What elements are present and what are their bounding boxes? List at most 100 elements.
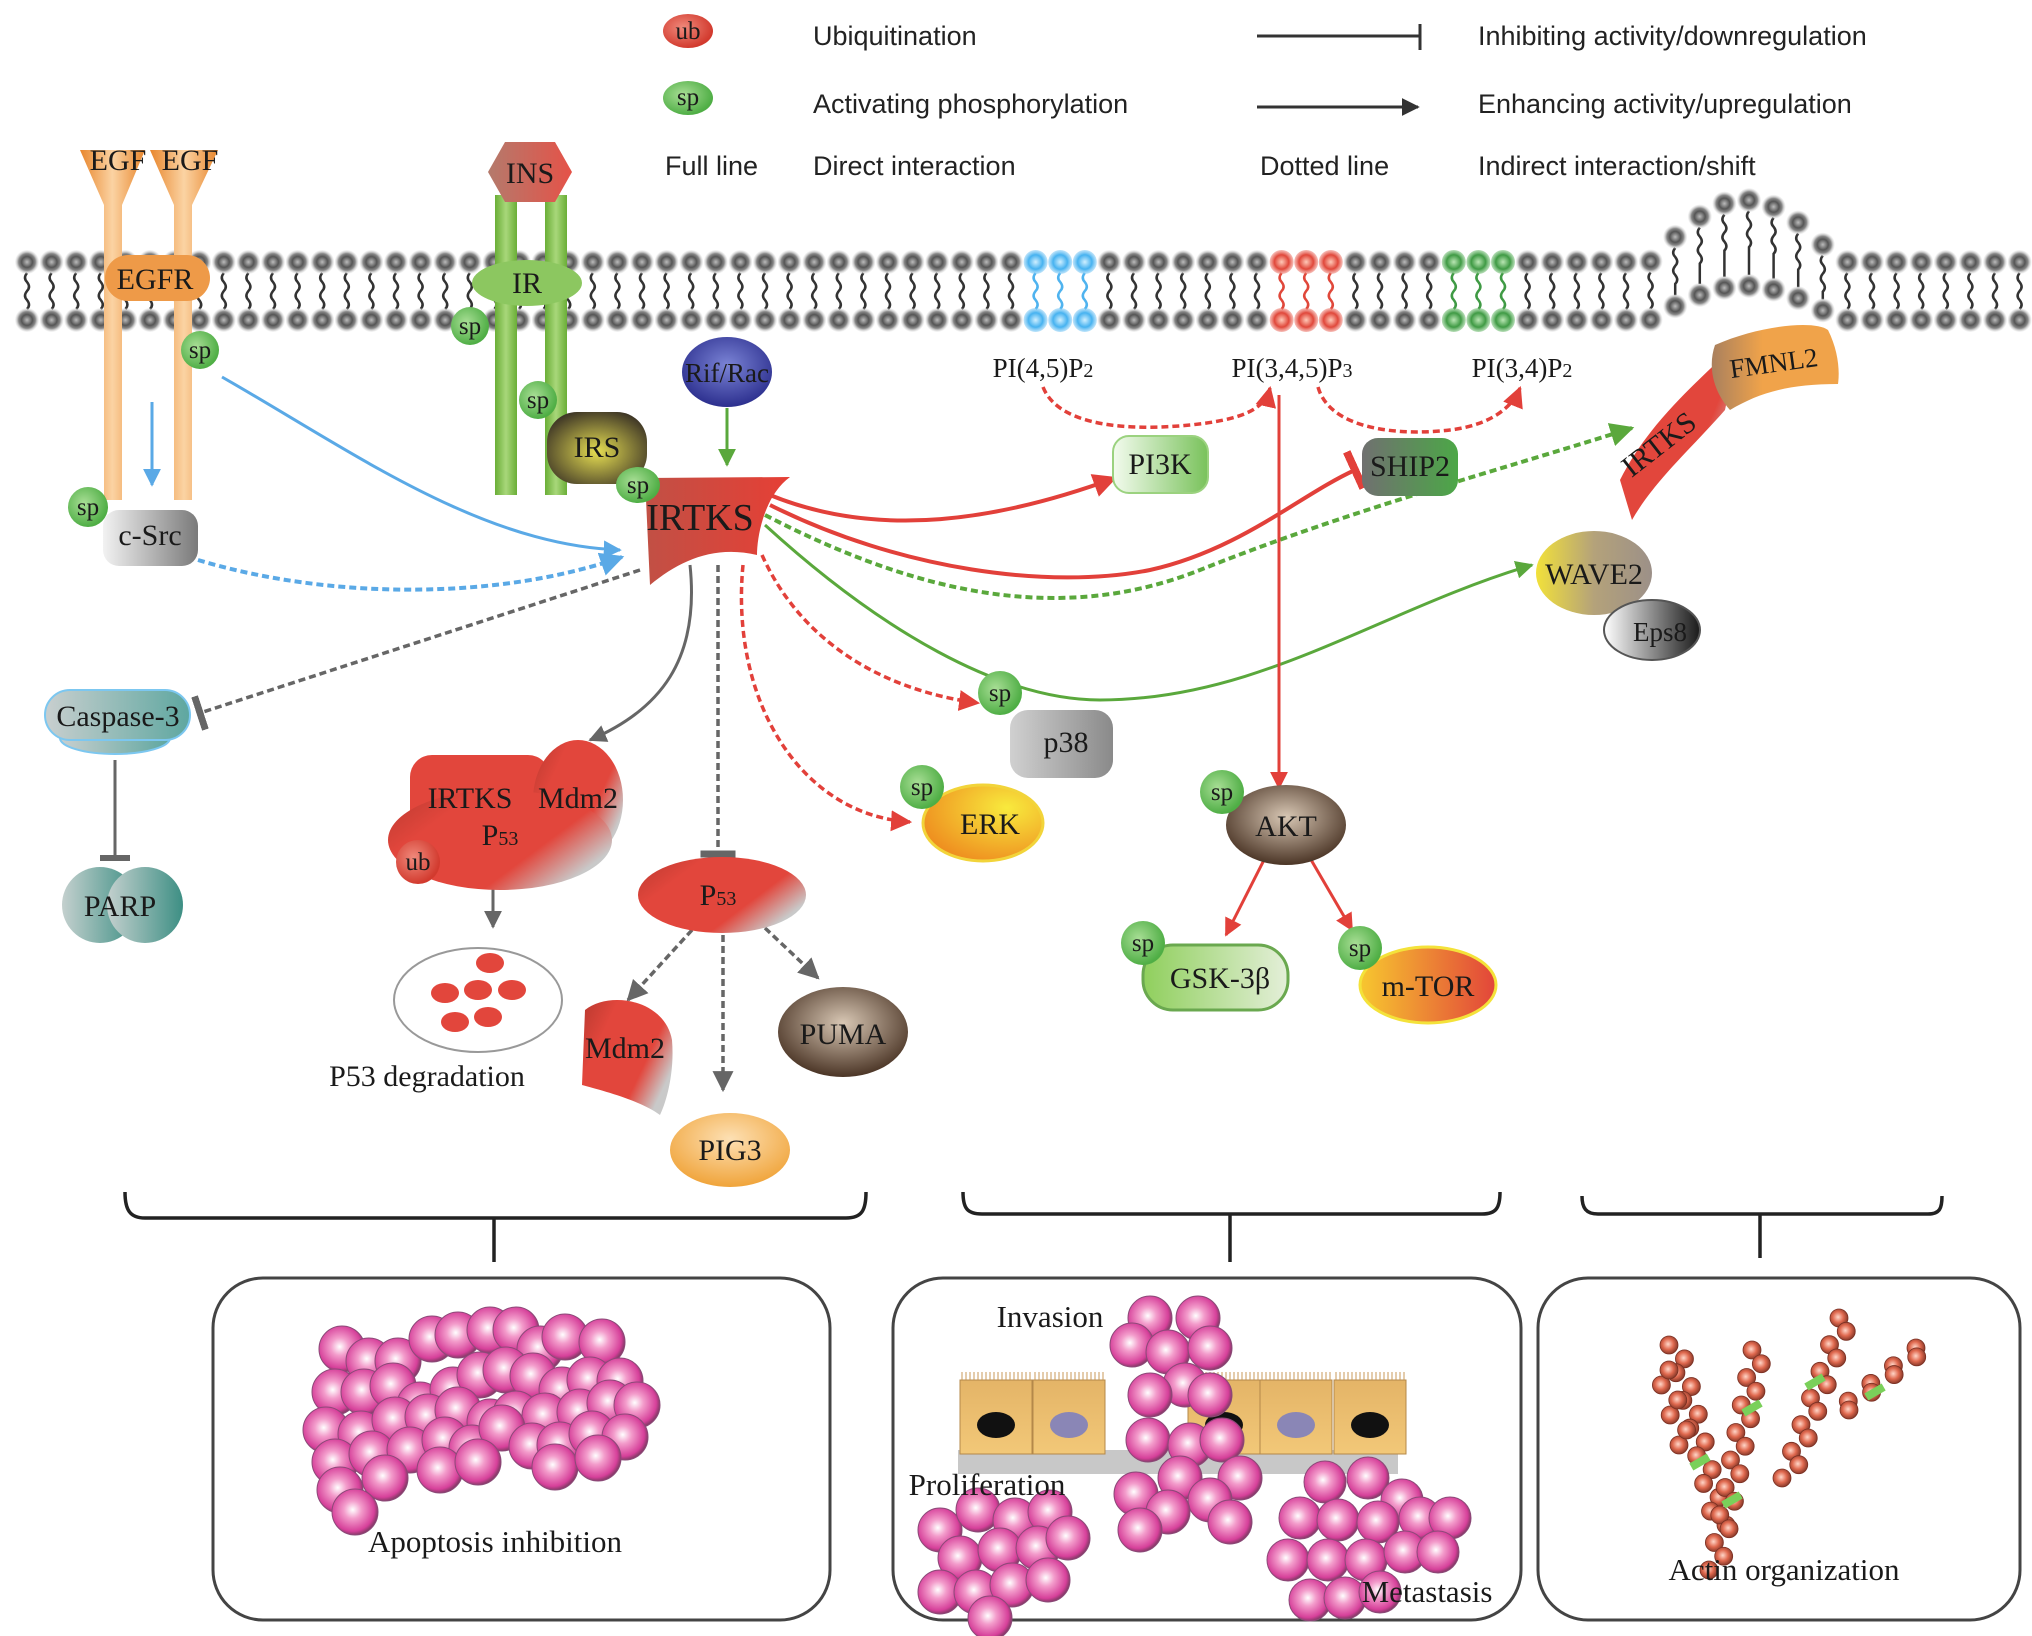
cell [1316,1498,1360,1542]
puma-label: PUMA [800,1018,887,1051]
lipid-tail [810,272,818,310]
actin-monomer [1652,1375,1671,1395]
actin-monomer [1659,1360,1679,1380]
lipid-head-inner [408,308,433,332]
lipid-head-outer [753,250,777,274]
lipid-head-outer [1441,250,1466,274]
lipid-head-inner [384,308,408,332]
ub-badge-text: ub [676,18,701,45]
lipid-head-inner [1146,308,1171,332]
lipid-head-inner [1122,308,1146,332]
cell [531,1443,579,1491]
brace-actin [1580,1195,1944,1216]
lipid-tail [1425,272,1433,310]
ir-body[interactable] [472,260,582,306]
lipid-head-inner [1441,308,1466,332]
lipid-tail [1942,272,1950,310]
mtor-node[interactable]: m-TOR sp [1338,926,1498,1025]
proteasome-outline [393,947,563,1053]
lipid-head-outer [39,250,64,274]
cell-nucleus [1351,1412,1389,1438]
edge-irtks-to-fmnl2 [764,423,1635,600]
outcome-braces [123,1191,1944,1262]
sp-badge-icon [663,81,713,115]
apoptosis-inhibition-label: Apoptosis inhibition [368,1524,623,1559]
lipid-label-pi45p2: PI(4,5)P2 [993,353,1094,383]
sp-badge-text: sp [677,84,699,111]
pig3-node[interactable]: PIG3 [670,1113,790,1187]
lipid-tail [368,272,375,310]
legend-phosphorylation-label: Activating phosphorylation [813,89,1128,119]
lipid-tail [1794,232,1802,288]
p38-node[interactable]: p38 sp [978,671,1113,778]
lipid-tail [1376,272,1384,310]
irtks-label: IRTKS [646,497,754,539]
actin-monomer [1772,1468,1792,1488]
lipid-tail [1475,272,1482,310]
lipid-head-inner [211,308,236,332]
actin-monomer [1688,1404,1708,1424]
caspase3-node[interactable]: Caspase-3 [44,689,191,755]
lipid-tail [835,272,843,310]
lipid-tail [1401,272,1408,310]
actin-monomer [1659,1335,1679,1355]
pi3k-node[interactable]: PI3K [1112,435,1209,494]
lipid-tail [712,272,720,310]
actin-monomer [1715,1478,1735,1497]
lipid-tail [958,272,966,310]
lipid-head-inner [1294,308,1319,332]
lipid-head-inner [999,308,1023,332]
lipid-tail [97,272,105,310]
irtks-fmnl2-complex[interactable]: IRTKS FMNL2 [1616,325,1839,520]
eps8-node[interactable]: Eps8 [1603,599,1701,661]
erk-node[interactable]: ERK sp [900,765,1045,863]
svg-text:sp: sp [527,387,549,414]
irs-node[interactable]: IRS [547,412,647,484]
lipid-head-inner [630,308,654,332]
mtor-sp-badge: sp [1338,926,1382,970]
irtks-mdm2-p53-complex[interactable]: IRTKS Mdm2 P53 ub [388,740,623,890]
egfr-body[interactable] [105,255,210,301]
actin-monomer [1746,1381,1766,1401]
actin-monomer [1839,1400,1859,1420]
lipid-tail [72,272,80,310]
lipid-head-inner [359,308,384,332]
irtks-node[interactable]: sp IRTKS [616,467,790,585]
legend-inhibit-label: Inhibiting activity/downregulation [1478,21,1867,51]
lipid-head-inner [1638,307,1663,332]
lipid-head-outer [211,250,236,274]
actin-monomer [1726,1423,1746,1442]
lipid-tail [1819,254,1827,300]
gsk3b-sp-badge: sp [1121,921,1165,965]
lipid-label-pi345p3: PI(3,4,5)P3 [1231,353,1352,383]
cell [1187,1372,1233,1418]
lipid-head-outer [1933,250,1958,274]
lipid-tail [48,272,55,310]
akt-node[interactable]: AKT sp [1200,770,1346,865]
ins-hexagon[interactable] [488,142,572,202]
lipid-tail [786,272,793,310]
lipid-head-outer [1515,250,1540,274]
legend-full-line: Full line Direct interaction [665,151,1016,181]
mtor-label: m-TOR [1382,970,1475,1003]
parp-node[interactable]: PARP [62,867,183,943]
csrc-node[interactable]: c-Src sp [68,487,198,566]
edge-akt-to-gsk3b [1224,857,1267,937]
ship2-node[interactable]: SHIP2 [1362,438,1458,496]
lipid-head-outer [1245,250,1269,274]
cell [1266,1538,1310,1582]
lipid-head-inner [1835,308,1860,332]
p53-node[interactable]: P53 [638,857,806,933]
gsk3b-node[interactable]: GSK-3β sp [1121,921,1290,1012]
lipid-head-outer [285,250,310,274]
cell [331,1488,379,1536]
wave2-node[interactable]: WAVE2 [1536,531,1652,615]
lipid-head-inner [1712,275,1737,300]
lipid-head-inner [39,308,64,332]
actin-monomer [1730,1464,1750,1484]
lipid-tail [441,272,449,310]
lipid-head-inner [1343,308,1368,332]
puma-node[interactable]: PUMA [778,987,908,1077]
mdm2-node[interactable]: Mdm2 [582,1000,673,1115]
rif-rac-node[interactable]: Rif/Rac [682,337,772,407]
